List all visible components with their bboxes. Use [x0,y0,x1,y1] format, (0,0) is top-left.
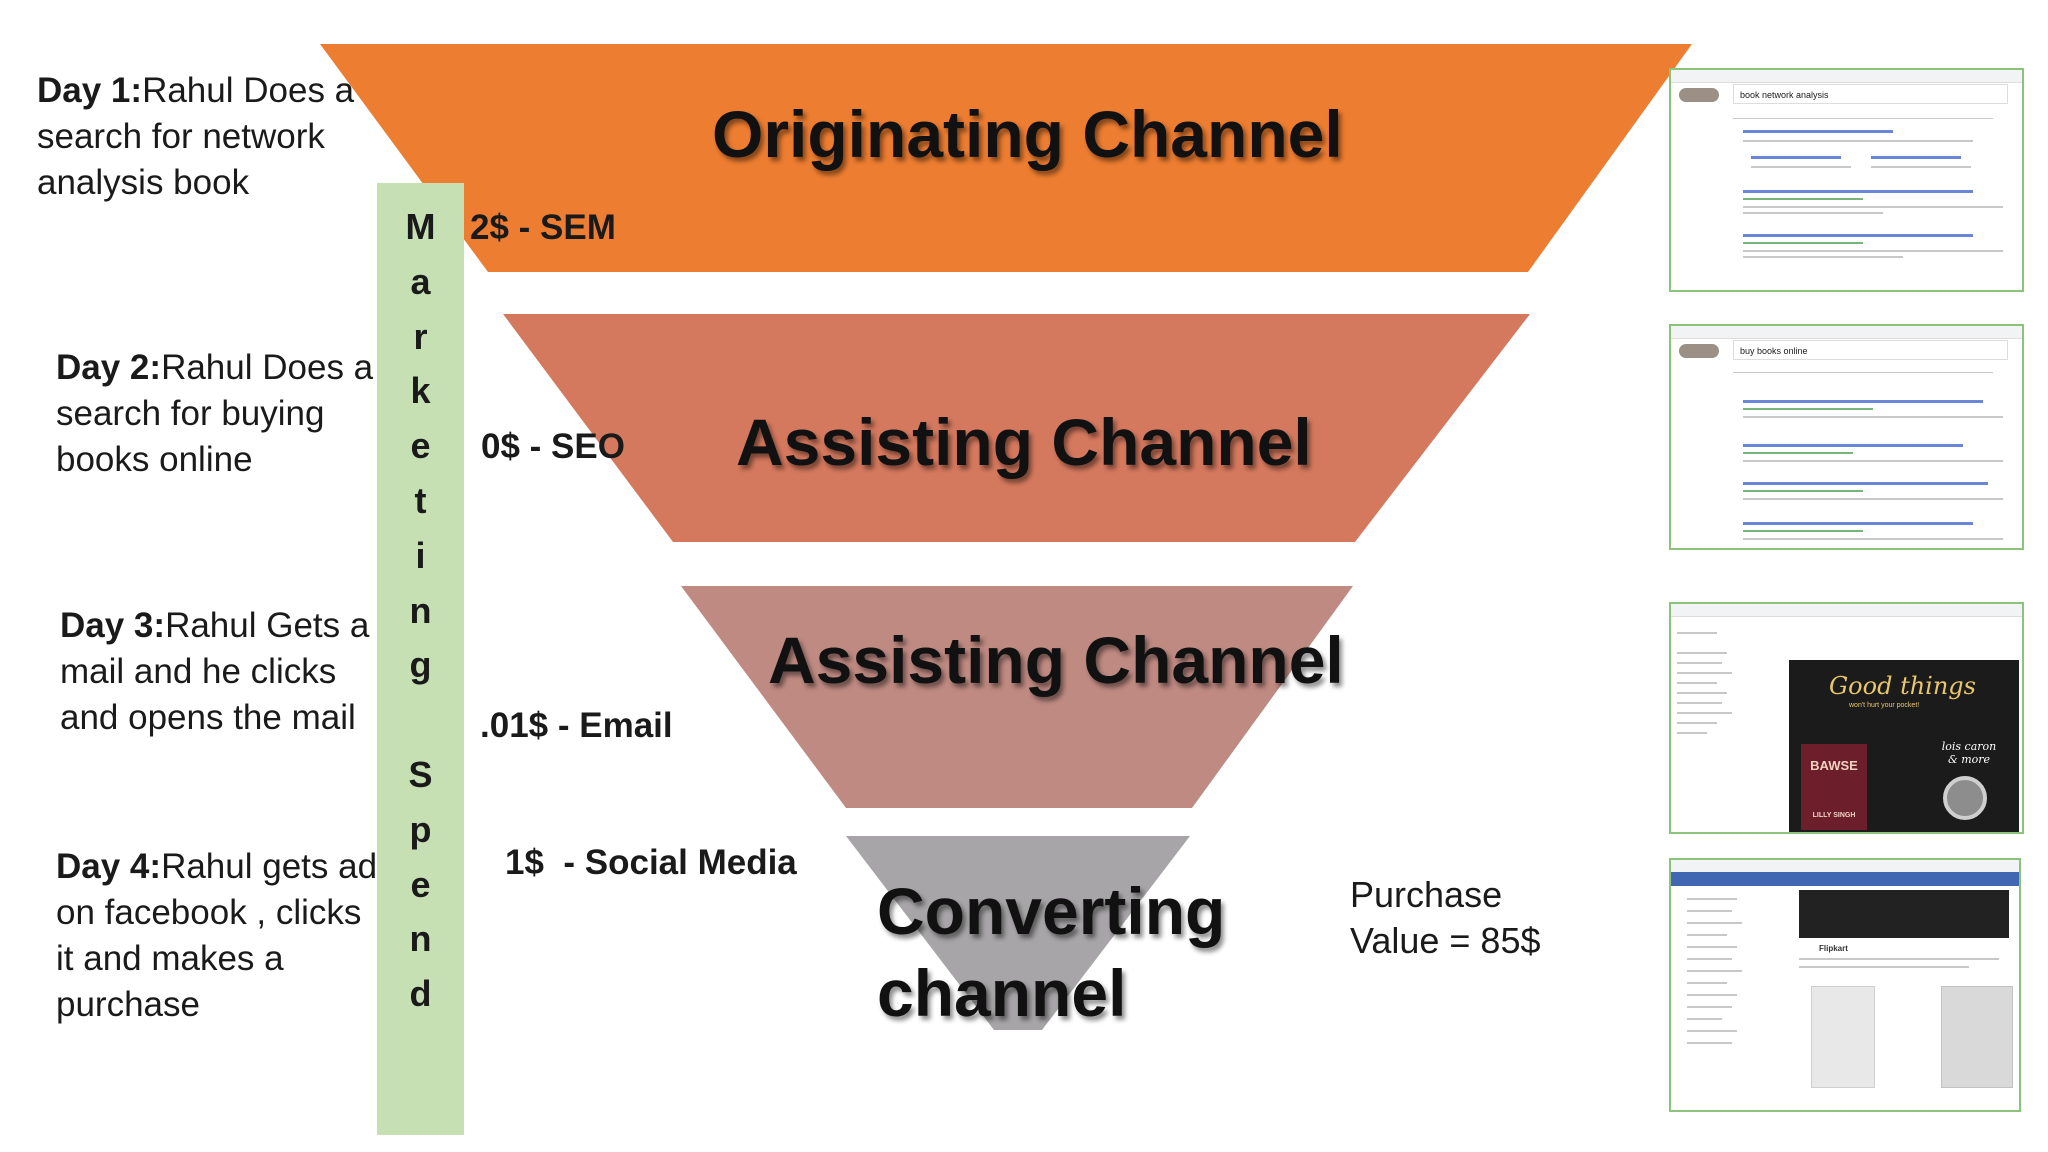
marketing-spend-label: M a r k e t i n g S p e n d [405,206,436,1015]
watch-icon [1943,776,1987,820]
channel-title-assisting-1: Assisting Channel [736,405,1312,479]
funnel-stage-assisting-2 [681,586,1353,808]
spend-sem: 2$ - SEM [470,208,616,247]
promo-subheading: won't hurt your pocket! [1849,702,1920,709]
funnel-stage-assisting-1 [503,314,1530,542]
day-1-description: Day 1:Rahul Does a search for network an… [37,71,355,202]
purchase-value: Purchase Value = 85$ [1350,874,1541,961]
funnel-stage-converting [846,836,1190,1030]
fb-video [1799,890,2009,938]
promo-aside: lois caron & more [1941,740,1997,766]
day-label: Day 2: [56,348,162,387]
air-cooler-image [1811,986,1875,1088]
fb-header-bar [1671,872,2019,886]
channel-title-originating: Originating Channel [712,97,1343,171]
marketing-spend-bar [377,183,464,1135]
day-label: Day 4: [56,847,162,886]
email-promo-image: Good things won't hurt your pocket! lois… [1789,660,2019,832]
spend-social-media: 1$ - Social Media [505,843,797,882]
day-4-description: Day 4:Rahul gets ad on facebook , clicks… [56,847,378,1024]
screenshot-search-buy-books: buy books online [1669,324,2024,550]
funnel-stage-originating [320,44,1692,272]
google-logo-icon [1679,344,1719,358]
screenshot-search-network-analysis: book network analysis [1669,68,2024,292]
screenshot-email: Good things won't hurt your pocket! lois… [1669,602,2024,834]
day-3-description: Day 3:Rahul Gets a mail and he clicks an… [60,606,370,737]
day-label: Day 1: [37,71,143,110]
washing-machine-image [1941,986,2013,1088]
search-query-box: buy books online [1733,340,2008,360]
day-label: Day 3: [60,606,166,645]
book-cover: BAWSE LILLY SINGH [1801,744,1867,830]
channel-title-converting: Converting channel [877,874,1226,1030]
day-2-description: Day 2:Rahul Does a search for buying boo… [56,348,374,479]
fb-sidebar [1677,894,1757,1106]
search-query-box: book network analysis [1733,84,2008,104]
spend-seo: 0$ - SEO [481,427,625,466]
channel-title-assisting-2: Assisting Channel [768,623,1344,697]
screenshot-facebook-ad: Flipkart [1669,858,2021,1112]
fb-ad-brand: Flipkart [1819,944,1848,953]
google-logo-icon [1679,88,1719,102]
spend-email: .01$ - Email [480,706,673,745]
promo-heading: Good things [1829,672,1976,700]
mail-sidebar [1677,622,1747,822]
